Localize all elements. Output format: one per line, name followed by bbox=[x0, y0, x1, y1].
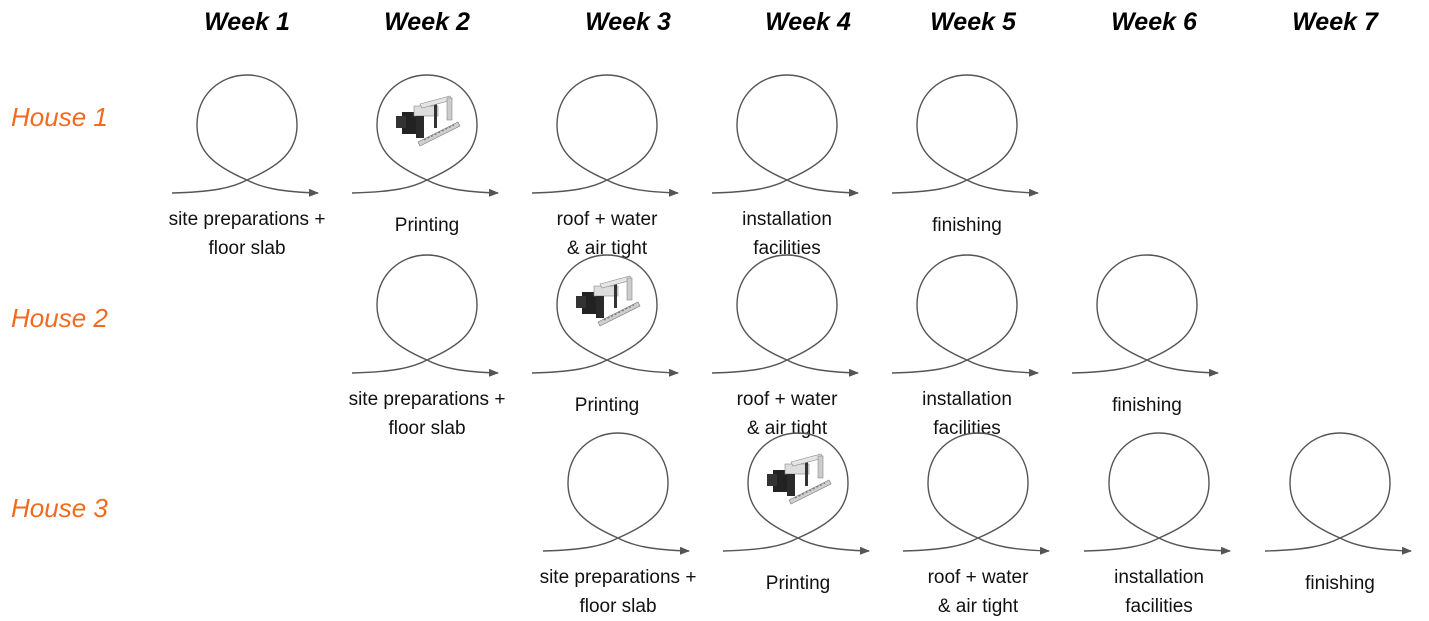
3d-printer-icon bbox=[395, 95, 461, 147]
step-label: site preparations + floor slab bbox=[312, 385, 542, 443]
house-1-step-5: finishing bbox=[892, 70, 1042, 260]
step-label: site preparations + floor slab bbox=[132, 205, 362, 263]
step-label: Printing bbox=[683, 569, 913, 598]
house-3-step-5: finishing bbox=[1265, 428, 1415, 618]
step-label-line1: roof + water bbox=[927, 567, 1029, 588]
house-3-step-3: roof + water & air tight bbox=[903, 428, 1053, 618]
house-1-label: House 1 bbox=[11, 102, 108, 132]
step-label-line2: floor slab bbox=[208, 238, 286, 259]
loop-arrow-icon bbox=[543, 428, 693, 558]
house-1-step-3: roof + water & air tight bbox=[532, 70, 682, 260]
week-5-header: Week 5 bbox=[930, 8, 1016, 36]
week-2-header: Week 2 bbox=[384, 8, 470, 36]
house-3-step-4: installation facilities bbox=[1084, 428, 1234, 618]
step-label-line1: finishing bbox=[1305, 573, 1375, 594]
step-label-line1: site preparations + bbox=[168, 209, 326, 230]
step-label-line1: Printing bbox=[394, 215, 460, 236]
loop-arrow-icon bbox=[712, 250, 862, 380]
loop-arrow-icon bbox=[903, 428, 1053, 558]
step-label: roof + water & air tight bbox=[863, 563, 1093, 621]
loop-arrow-icon bbox=[1072, 250, 1222, 380]
week-7-header: Week 7 bbox=[1292, 8, 1378, 36]
week-6-header: Week 6 bbox=[1111, 8, 1197, 36]
step-label: Printing bbox=[312, 211, 542, 240]
loop-arrow-icon bbox=[892, 70, 1042, 200]
step-label-line2: & air tight bbox=[937, 596, 1019, 617]
week-3-header: Week 3 bbox=[585, 8, 671, 36]
step-label-line2: floor slab bbox=[388, 418, 466, 439]
house-2-step-5: finishing bbox=[1072, 250, 1222, 440]
step-label: finishing bbox=[1225, 569, 1429, 598]
house-1-step-4: installation facilities bbox=[712, 70, 862, 260]
step-label-line1: finishing bbox=[1112, 395, 1182, 416]
step-label-line2: facilities bbox=[753, 238, 821, 259]
loop-arrow-icon bbox=[712, 70, 862, 200]
step-label-line1: finishing bbox=[932, 215, 1002, 236]
step-label: finishing bbox=[1032, 391, 1262, 420]
step-label-line2: facilities bbox=[1125, 596, 1193, 617]
house-3-label: House 3 bbox=[11, 493, 108, 523]
week-1-header: Week 1 bbox=[204, 8, 290, 36]
loop-arrow-icon bbox=[1265, 428, 1415, 558]
step-label-line1: Printing bbox=[574, 395, 640, 416]
step-label-line1: installation bbox=[922, 389, 1012, 410]
step-label: installation facilities bbox=[672, 205, 902, 263]
step-label-line2: & air tight bbox=[566, 238, 648, 259]
house-2-step-1: site preparations + floor slab bbox=[349, 250, 505, 440]
loop-arrow-icon bbox=[172, 70, 322, 200]
loop-arrow-icon bbox=[1084, 428, 1234, 558]
step-label-line1: roof + water bbox=[736, 389, 838, 410]
loop-arrow-icon bbox=[532, 70, 682, 200]
loop-arrow-icon bbox=[892, 250, 1042, 380]
week-4-header: Week 4 bbox=[765, 8, 851, 36]
step-label: site preparations + floor slab bbox=[503, 563, 733, 621]
house-1-step-1: site preparations + floor slab bbox=[169, 70, 325, 260]
3d-printer-icon bbox=[575, 275, 641, 327]
step-label-line1: site preparations + bbox=[348, 389, 506, 410]
house-3-step-1: site preparations + floor slab bbox=[540, 428, 696, 618]
step-label-line1: Printing bbox=[765, 573, 831, 594]
house-3-step-2: Printing bbox=[723, 428, 873, 618]
step-label: Printing bbox=[492, 391, 722, 420]
house-2-label: House 2 bbox=[11, 303, 108, 333]
house-2-step-3: roof + water& air tight bbox=[712, 250, 862, 440]
step-label: finishing bbox=[852, 211, 1082, 240]
step-label-line1: site preparations + bbox=[539, 567, 697, 588]
house-1-step-2: Printing bbox=[352, 70, 502, 260]
3d-printer-icon bbox=[766, 453, 832, 505]
step-label-line1: installation bbox=[742, 209, 832, 230]
house-2-step-2: Printing bbox=[532, 250, 682, 440]
step-label-line1: installation bbox=[1114, 567, 1204, 588]
step-label-line2: floor slab bbox=[579, 596, 657, 617]
step-label: roof + water & air tight bbox=[492, 205, 722, 263]
step-label-line1: roof + water bbox=[556, 209, 658, 230]
loop-arrow-icon bbox=[352, 250, 502, 380]
step-label: installation facilities bbox=[1044, 563, 1274, 621]
